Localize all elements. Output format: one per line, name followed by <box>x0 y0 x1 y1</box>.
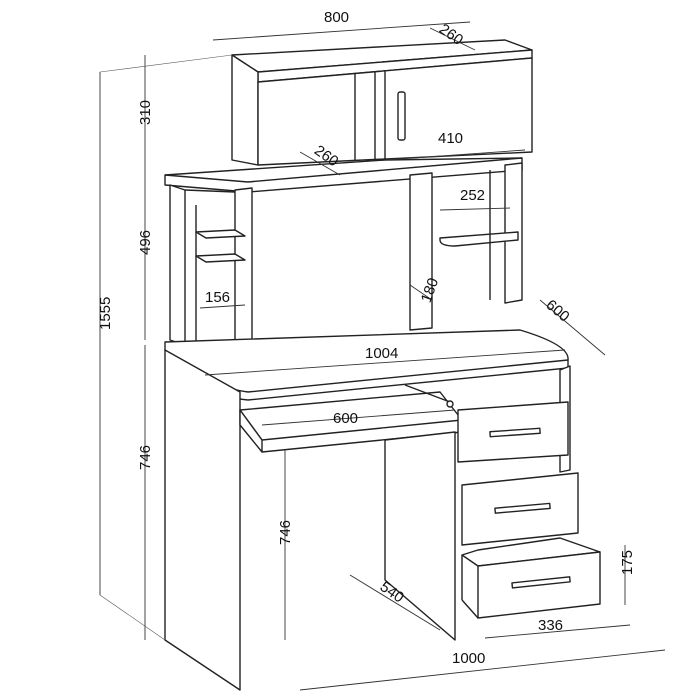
dim-top-hutch-width: 800 <box>324 9 349 26</box>
top-hutch-left-side <box>231 54 259 166</box>
dim-keyboard-tray-width: 600 <box>333 410 358 427</box>
hutch-left-side <box>169 184 186 346</box>
drawer-2-handle <box>494 502 551 514</box>
dim-desk-depth: 600 <box>542 296 572 325</box>
desk-left-side <box>164 349 241 691</box>
dim-desk-height: 746 <box>137 445 154 470</box>
drawer-3-box <box>461 537 601 567</box>
dim-overall-height: 1555 <box>97 297 114 330</box>
hutch-left-inner-panel <box>234 187 253 351</box>
drawer-3-handle <box>511 576 571 589</box>
cabinet-door-handle <box>397 91 406 141</box>
hutch-right-inner-panel <box>409 172 433 331</box>
pedestal-panel <box>384 431 456 641</box>
dim-desk-top-width: 1004 <box>365 345 398 362</box>
left-shelf-1 <box>195 229 246 239</box>
drawer-1-handle <box>489 427 541 438</box>
dim-cabinet-width: 410 <box>438 130 463 147</box>
top-hutch-cabinet-body <box>257 57 533 166</box>
dim-middle-hutch-height: 496 <box>137 230 154 255</box>
left-shelf-2 <box>195 253 246 263</box>
dim-pedestal-width: 336 <box>538 617 563 634</box>
rounded-shelf <box>439 231 519 247</box>
dim-left-shelf-width: 156 <box>205 289 230 306</box>
dim-drawer-height: 175 <box>619 550 636 575</box>
dimension-lines <box>99 21 666 691</box>
desk-outline <box>164 39 601 691</box>
dim-shelf-width: 252 <box>460 187 485 204</box>
dim-knee-clearance-height: 746 <box>277 520 294 545</box>
dim-desk-width: 1000 <box>452 650 485 667</box>
dim-top-hutch-height: 310 <box>137 100 154 125</box>
